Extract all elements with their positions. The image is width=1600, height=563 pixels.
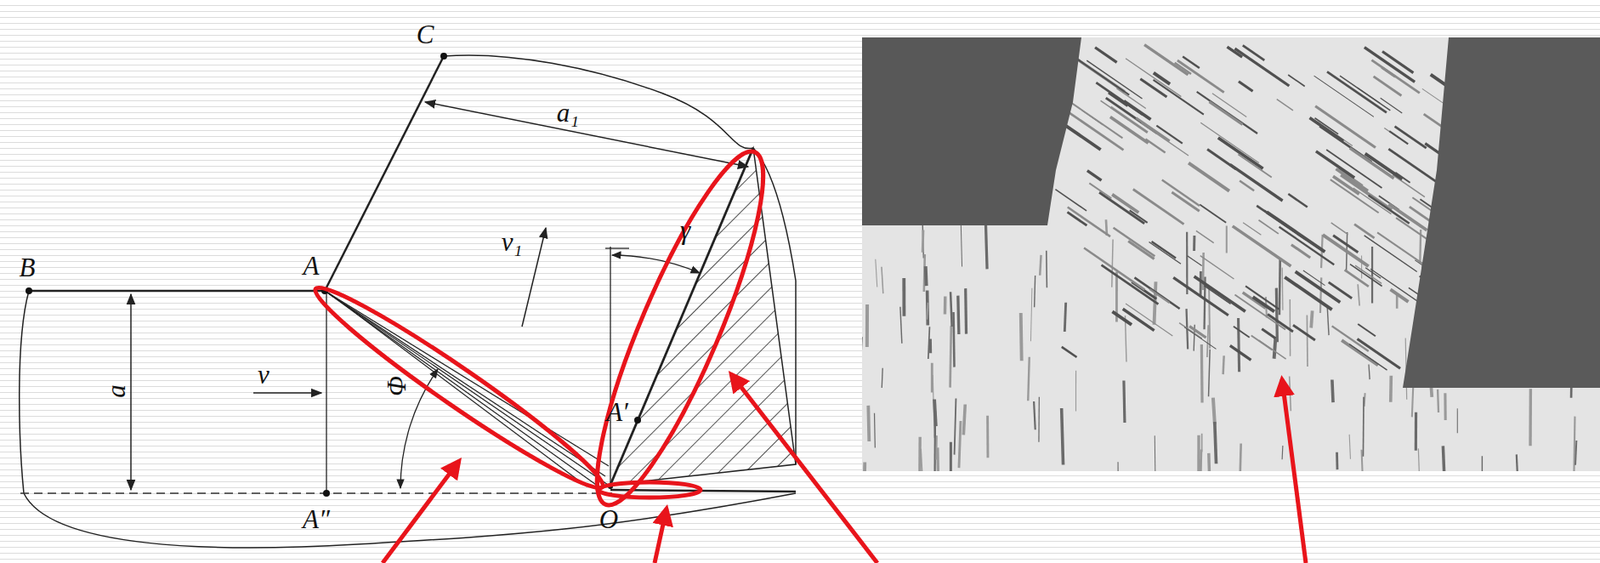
reference-tick (605, 247, 630, 249)
chip-back (324, 56, 444, 291)
point-label: v₁ (501, 228, 523, 256)
chip-outline (443, 55, 754, 149)
point-label: a₁ (556, 99, 579, 126)
point-label: B (19, 254, 36, 281)
point-label: A″ (302, 505, 330, 533)
flank-face (610, 489, 796, 492)
gamma-arc (612, 255, 700, 273)
point-label: A (303, 252, 320, 279)
point-label: C (416, 21, 435, 48)
velocity-arrow (253, 391, 322, 394)
cut-depth-dimension (130, 294, 132, 490)
point-label: O (599, 505, 619, 533)
work-surface (28, 289, 325, 293)
shear-lines (324, 290, 611, 487)
chip-thickness-dimension (425, 102, 749, 167)
highlight-arrows (382, 374, 1306, 563)
micrograph (862, 37, 1600, 471)
vertical-reference (609, 246, 611, 485)
rake-face (610, 147, 754, 485)
chip-velocity-arrow (521, 227, 546, 327)
point-label: Φ (383, 375, 410, 397)
projection-line (325, 290, 327, 494)
point-label: v (257, 361, 270, 388)
point-label: γ (680, 216, 691, 244)
cut-line (20, 492, 613, 494)
highlight-ellipses (305, 136, 791, 520)
point-label: A′ (606, 398, 629, 426)
point-label: a (102, 384, 130, 398)
